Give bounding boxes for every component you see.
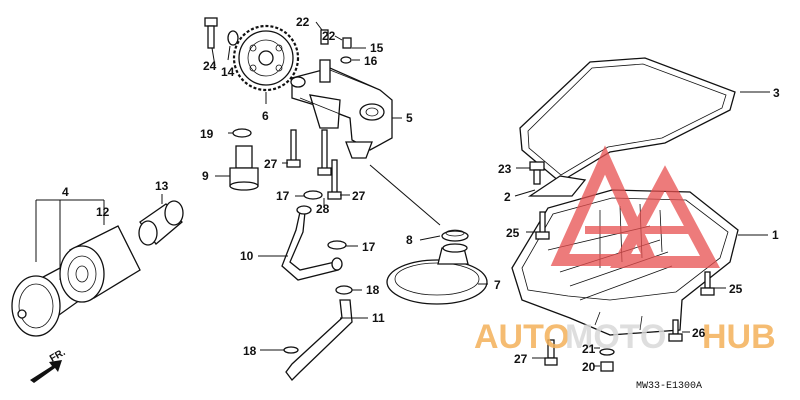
callout-21: 21 bbox=[582, 342, 596, 356]
callout-27-pan: 27 bbox=[514, 352, 528, 366]
drawing-code: MW33-E1300A bbox=[636, 381, 702, 392]
oil-strainer bbox=[386, 243, 488, 305]
callout-22-right: 22 bbox=[322, 29, 336, 43]
oil-pipe-upper bbox=[281, 190, 347, 281]
callout-10: 10 bbox=[240, 249, 254, 263]
callout-22-left: 22 bbox=[296, 15, 310, 29]
callout-23: 23 bbox=[498, 162, 512, 176]
callout-14: 14 bbox=[221, 65, 235, 79]
watermark-text-main: MOTO bbox=[565, 318, 666, 356]
callout-17-upper: 17 bbox=[276, 189, 290, 203]
oil-pipe-lower bbox=[283, 285, 353, 381]
watermark-text-accent: AUTO bbox=[474, 318, 570, 356]
callout-9: 9 bbox=[202, 169, 209, 183]
oil-pump-gear bbox=[232, 24, 300, 92]
callout-17-lower: 17 bbox=[362, 240, 376, 254]
callout-26: 26 bbox=[692, 326, 706, 340]
callout-7: 7 bbox=[494, 278, 501, 292]
gear-bolt bbox=[204, 17, 239, 49]
filter-boss bbox=[138, 200, 184, 246]
callout-25-left: 25 bbox=[506, 226, 520, 240]
oil-filter-cartridge bbox=[59, 225, 141, 303]
callout-25-right: 25 bbox=[729, 282, 743, 296]
callout-27-pump-left: 27 bbox=[264, 157, 278, 171]
front-direction-arrow: FR. bbox=[30, 347, 68, 383]
callout-4: 4 bbox=[62, 185, 69, 199]
callout-16: 16 bbox=[364, 54, 378, 68]
callout-19: 19 bbox=[200, 127, 214, 141]
watermark-text-end: HUB bbox=[702, 318, 776, 356]
baffle-plate bbox=[527, 175, 587, 197]
relief-valve bbox=[229, 128, 259, 191]
strainer-oring bbox=[441, 229, 469, 242]
callout-3: 3 bbox=[773, 86, 780, 100]
callout-28: 28 bbox=[316, 202, 330, 216]
oil-pump-assembly bbox=[290, 59, 393, 159]
dowel-pins bbox=[320, 29, 352, 64]
callout-27-pump-right: 27 bbox=[352, 189, 366, 203]
callout-1: 1 bbox=[772, 228, 779, 242]
oil-pan-gasket bbox=[519, 57, 736, 183]
callout-13: 13 bbox=[155, 179, 169, 193]
callout-18-lower: 18 bbox=[243, 344, 257, 358]
callout-6: 6 bbox=[262, 109, 269, 123]
callout-11: 11 bbox=[372, 311, 385, 325]
pan-bolts bbox=[529, 161, 715, 372]
callout-12: 12 bbox=[96, 205, 110, 219]
leader-lines bbox=[35, 21, 770, 367]
callout-20: 20 bbox=[582, 360, 596, 374]
callout-15: 15 bbox=[370, 41, 384, 55]
callout-2: 2 bbox=[504, 190, 511, 204]
front-direction-label: FR. bbox=[48, 347, 68, 365]
pump-bolts bbox=[286, 129, 342, 200]
callout-8: 8 bbox=[406, 233, 413, 247]
callout-18-upper: 18 bbox=[366, 283, 380, 297]
watermark-logo bbox=[550, 145, 721, 268]
callout-5: 5 bbox=[406, 111, 413, 125]
callout-24: 24 bbox=[203, 59, 217, 73]
